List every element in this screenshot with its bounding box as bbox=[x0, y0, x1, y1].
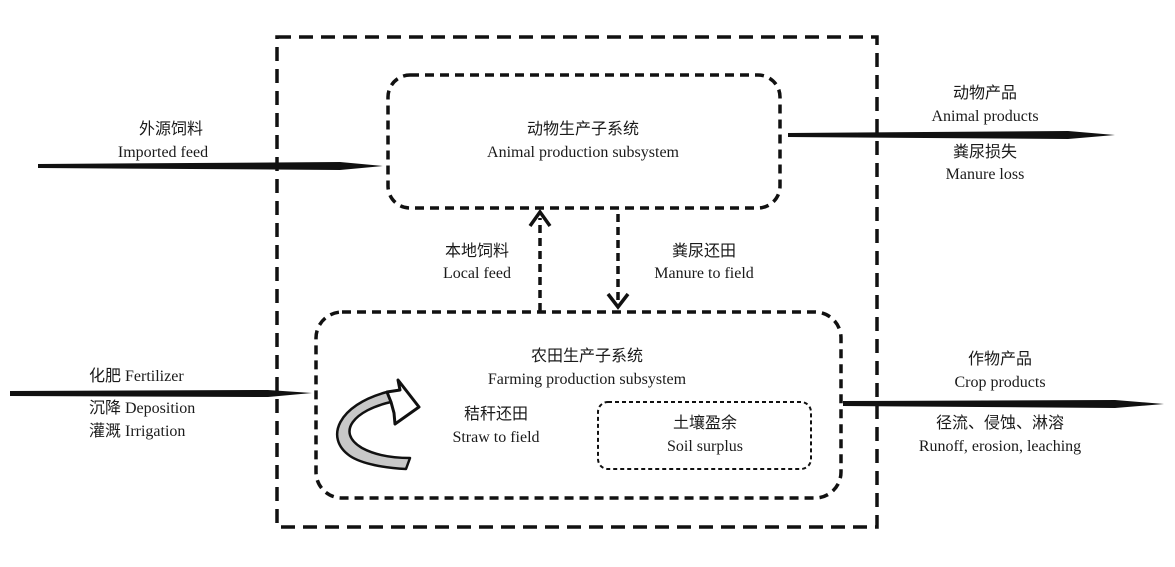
farming-subsystem-title-en: Farming production subsystem bbox=[487, 371, 687, 388]
farming-subsystem-box bbox=[314, 310, 843, 500]
crop-products-label-zh: 作物产品 bbox=[967, 351, 1033, 368]
straw-to-field-label-en: Straw to field bbox=[452, 429, 540, 446]
imported-feed-arrow bbox=[38, 162, 383, 170]
crop-losses-label-zh: 径流、侵蚀、淋溶 bbox=[935, 415, 1065, 432]
local-feed-label-zh: 本地饲料 bbox=[444, 243, 510, 260]
deposition-input-label: 沉降 Deposition bbox=[89, 400, 196, 417]
animal-subsystem-box bbox=[386, 73, 782, 210]
animal-products-label-en: Animal products bbox=[931, 108, 1039, 125]
animal-outputs-arrow bbox=[788, 131, 1115, 139]
manure-loss-label-en: Manure loss bbox=[945, 166, 1025, 183]
manure-to-field-label-en: Manure to field bbox=[654, 265, 754, 282]
manure-to-field-label-zh: 粪尿还田 bbox=[671, 243, 737, 260]
crop-products-label-en: Crop products bbox=[954, 374, 1046, 391]
irrigation-input-label: 灌溉 Irrigation bbox=[89, 423, 186, 440]
straw-to-field-label-zh: 秸秆还田 bbox=[463, 406, 529, 423]
straw-recycle-curl-icon bbox=[336, 378, 421, 471]
imported-feed-label-zh: 外源饲料 bbox=[138, 121, 204, 138]
manure-to-field-arrowhead bbox=[606, 292, 630, 310]
soil-surplus-label-zh: 土壤盈余 bbox=[672, 415, 738, 432]
outer-system-boundary bbox=[275, 35, 879, 529]
imported-feed-label-en: Imported feed bbox=[117, 144, 209, 161]
fertilizer-input-label: 化肥 Fertilizer bbox=[89, 368, 184, 385]
animal-subsystem-title-zh: 动物生产子系统 bbox=[526, 121, 640, 138]
soil-surplus-label-en: Soil surplus bbox=[666, 438, 744, 455]
manure-loss-label-zh: 粪尿损失 bbox=[952, 144, 1018, 161]
local-feed-arrowhead bbox=[528, 208, 552, 228]
animal-subsystem-title-en: Animal production subsystem bbox=[487, 144, 679, 161]
farming-subsystem-title-zh: 农田生产子系统 bbox=[530, 348, 644, 365]
crop-losses-label-en: Runoff, erosion, leaching bbox=[918, 438, 1082, 455]
local-feed-label-en: Local feed bbox=[443, 265, 511, 282]
soil-surplus-box bbox=[597, 401, 812, 470]
farming-inputs-arrow bbox=[10, 390, 312, 397]
crop-outputs-arrow bbox=[843, 400, 1164, 408]
animal-products-label-zh: 动物产品 bbox=[952, 85, 1018, 102]
